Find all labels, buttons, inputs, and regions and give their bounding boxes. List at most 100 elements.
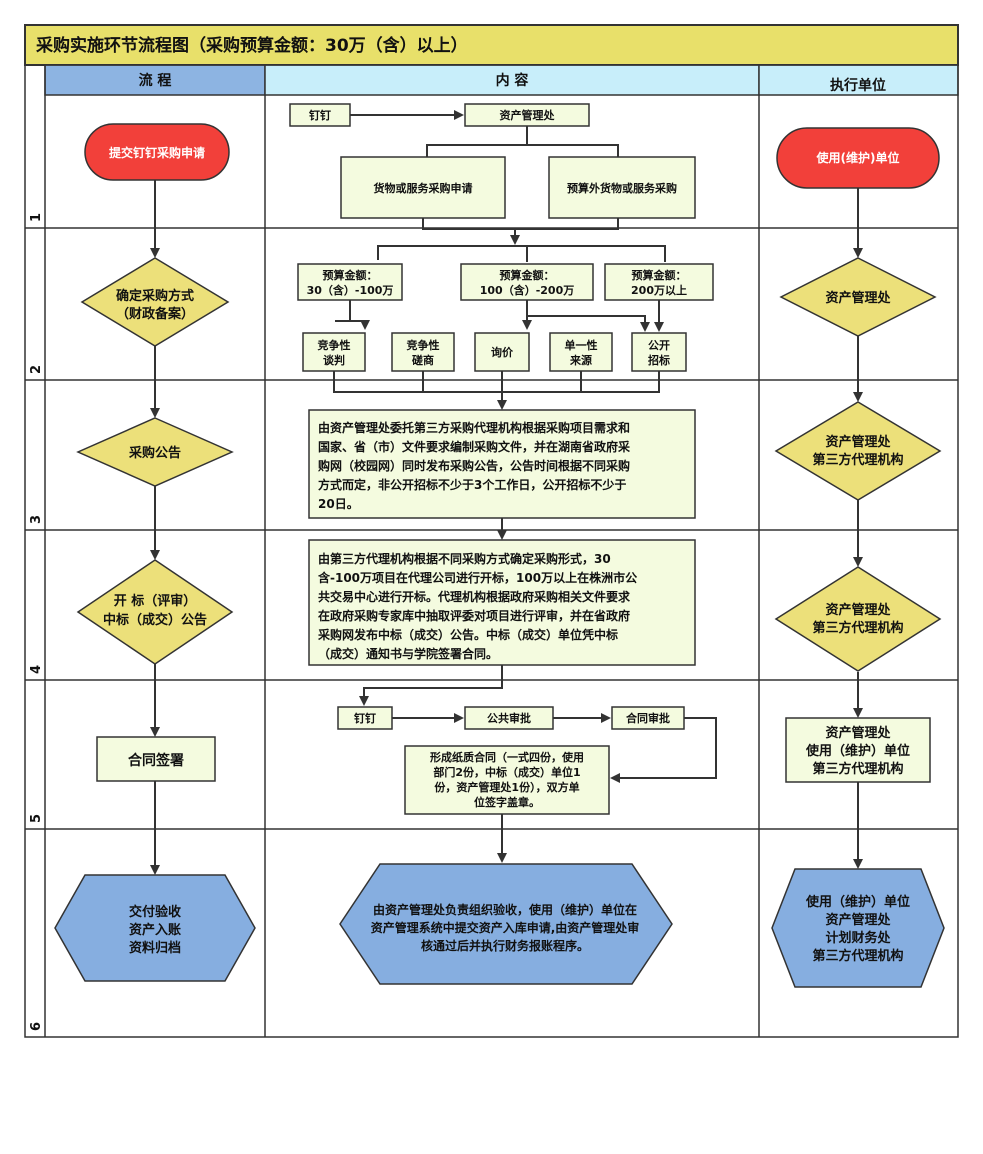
- public-approval-label: 公共审批: [487, 711, 531, 725]
- acceptance-line3: 核通过后并执行财务报账程序。: [421, 938, 589, 953]
- budget-3-line1: 预算金额：: [632, 268, 687, 282]
- exec-r5-line3: 第三方代理机构: [812, 761, 903, 777]
- exec-r4-diamond: [774, 566, 942, 672]
- bid-text-line5: 采购网发布中标（成交）公告。中标（成交）单位凭中标: [317, 627, 618, 642]
- exec-r2-diamond: [779, 257, 937, 337]
- header-process-label: 流 程: [139, 72, 172, 89]
- grid: [24, 64, 959, 1038]
- method-public-line1: 公开: [648, 339, 670, 352]
- determine-method-line2: （财政备案）: [116, 306, 194, 322]
- method-public-line2: 招标: [648, 353, 670, 367]
- exec-r6-line3: 计划财务处: [825, 930, 891, 946]
- exec-r5-line2: 使用（维护）单位: [805, 743, 910, 759]
- announce-text-line1: 由资产管理处委托第三方采购代理机构根据采购项目需求和: [318, 420, 630, 435]
- row-number-4: 4: [29, 665, 44, 674]
- extra-budget-box: [548, 156, 696, 219]
- exec-r5-line1: 资产管理处: [825, 725, 891, 741]
- method-single-box: [549, 332, 613, 372]
- exec-r1-label: 使用(维护)单位: [816, 150, 900, 165]
- announce-text-line3: 购网（校园网）同时发布采购公告，公告时间根据不同采购: [318, 458, 630, 473]
- budget-1-line1: 预算金额：: [323, 268, 378, 282]
- paper-contract-line4: 位签字盖章。: [474, 795, 540, 809]
- acceptance-line1: 由资产管理处负责组织验收，使用（维护）单位在: [373, 902, 637, 917]
- exec-r4-line2: 第三方代理机构: [812, 620, 903, 636]
- bid-text-line4: 在政府采购专家库中抽取评委对项目进行评审，并在省政府: [318, 608, 630, 623]
- method-negotiation-line1: 竞争性: [318, 338, 351, 352]
- start-submit-request: [84, 123, 230, 181]
- contract-signing-label: 合同签署: [128, 752, 184, 769]
- hex-delivery-acceptance: [54, 874, 256, 982]
- method-negotiation-line2: 谈判: [323, 353, 345, 367]
- paper-contract-line1: 形成纸质合同（一式四份，使用: [430, 750, 584, 764]
- exec-r6-hexagon: [771, 868, 945, 988]
- determine-method-line1: 确定采购方式: [116, 288, 194, 304]
- method-negotiation-box: [302, 332, 366, 372]
- header-executor-label: 执行单位: [830, 77, 886, 94]
- announce-text-box: [308, 409, 696, 519]
- exec-r6-line4: 第三方代理机构: [812, 948, 903, 964]
- paper-contract-box: [404, 745, 610, 815]
- exec-r2-label: 资产管理处: [825, 290, 891, 306]
- bid-text-line6: （成交）通知书与学院签署合同。: [318, 646, 498, 661]
- paper-contract-line3: 份，资产管理处1份），双方单: [434, 780, 579, 794]
- method-consultation-line1: 竞争性: [407, 338, 440, 352]
- budget-3-line2: 200万以上: [631, 283, 687, 297]
- announce-text-line4: 方式而定，非公开招标不少于3个工作日，公开招标不少于: [318, 477, 626, 492]
- method-consultation-line2: 磋商: [412, 353, 434, 367]
- dingding-label-2: 钉钉: [354, 711, 376, 725]
- bid-evaluation-line2: 中标（成交）公告: [103, 612, 207, 628]
- exec-r1-start: [776, 127, 940, 189]
- budget-box-2: [460, 263, 594, 301]
- budget-box-1: [297, 263, 403, 301]
- extra-budget-label: 预算外货物或服务采购: [567, 181, 677, 195]
- asset-office-label: 资产管理处: [500, 108, 556, 122]
- method-inquiry-label: 询价: [491, 345, 514, 359]
- bid-evaluation-line1: 开 标（评审）: [114, 593, 197, 609]
- row-number-5: 5: [29, 814, 44, 823]
- bid-text-line3: 共交易中心进行开标。代理机构根据政府采购相关文件要求: [318, 589, 631, 604]
- paper-contract-line2: 部门2份，中标（成交）单位1: [433, 765, 580, 779]
- budget-box-3: [604, 263, 714, 301]
- decision-announcement: [76, 417, 234, 487]
- dingding-label-1: 钉钉: [309, 108, 331, 122]
- exec-r6-line2: 资产管理处: [825, 912, 891, 928]
- method-consultation-box: [391, 332, 455, 372]
- header-process: [44, 64, 266, 96]
- row-number-1: 1: [29, 213, 44, 222]
- budget-2-line2: 100（含）-200万: [480, 283, 575, 297]
- acceptance-line2: 资产管理系统中提交资产入库申请,由资产管理处审: [371, 920, 640, 935]
- row-number-2: 2: [29, 365, 44, 374]
- budget-1-line2: 30（含）-100万: [307, 283, 394, 297]
- exec-r3-line1: 资产管理处: [825, 434, 891, 450]
- contract-signing-box: [96, 736, 216, 782]
- method-single-line2: 来源: [569, 353, 592, 367]
- budget-2-line1: 预算金额：: [500, 268, 555, 282]
- delivery-line2: 资产入账: [129, 922, 181, 938]
- announce-text-line5: 20日。: [318, 497, 359, 511]
- start-submit-request-label: 提交钉钉采购申请: [109, 145, 205, 160]
- page-title: 采购实施环节流程图（采购预算金额：30万（含）以上）: [35, 35, 468, 56]
- announce-text-line2: 国家、省（市）文件要求编制采购文件，并在湖南省政府采: [318, 439, 630, 454]
- exec-r3-diamond: [774, 401, 942, 501]
- decision-determine-method: [80, 257, 230, 347]
- delivery-line1: 交付验收: [129, 904, 182, 920]
- bid-text-line2: 含-100万项目在代理公司进行开标，100万以上在株洲市公: [318, 570, 637, 585]
- announcement-label: 采购公告: [128, 445, 181, 461]
- exec-r3-line2: 第三方代理机构: [812, 452, 903, 468]
- row-number-3: 3: [29, 515, 44, 524]
- title-bar: [24, 24, 959, 66]
- bid-text-line1: 由第三方代理机构根据不同采购方式确定采购形式，30: [318, 551, 611, 566]
- delivery-line3: 资料归档: [129, 940, 181, 956]
- goods-apply-label: 货物或服务采购申请: [373, 181, 473, 195]
- exec-r5-box: [785, 717, 931, 783]
- hex-acceptance: [339, 863, 673, 985]
- exec-r6-line1: 使用（维护）单位: [805, 894, 910, 910]
- header-content-label: 内 容: [496, 72, 529, 89]
- row-number-6: 6: [29, 1022, 44, 1031]
- exec-r4-line1: 资产管理处: [825, 602, 891, 618]
- method-single-line1: 单一性: [565, 338, 598, 352]
- bid-text-box: [308, 539, 696, 666]
- decision-bid-evaluation: [76, 559, 234, 665]
- contract-approval-label: 合同审批: [626, 711, 670, 725]
